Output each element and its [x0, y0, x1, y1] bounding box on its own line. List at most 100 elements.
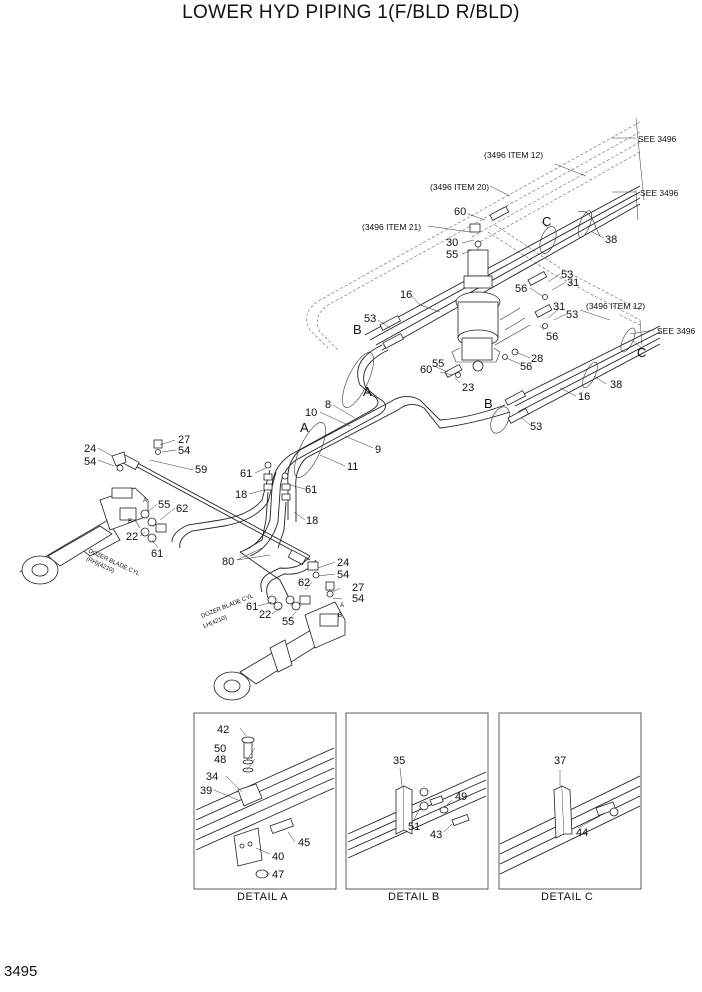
- page-title: LOWER HYD PIPING 1(F/BLD R/BLD): [182, 2, 520, 23]
- part-number: 24: [84, 443, 96, 455]
- item-ref-label: (3496 ITEM 12): [484, 150, 543, 160]
- detail-b: [345, 712, 489, 890]
- part-number: 54: [84, 456, 96, 468]
- section-letters: A A B B C C: [300, 214, 646, 435]
- part-number: 53: [561, 269, 573, 281]
- part-number: 16: [400, 289, 412, 301]
- part-number: 55: [158, 499, 170, 511]
- part-number: 23: [462, 382, 474, 394]
- lh-dozer-blade-cylinder: [213, 551, 346, 701]
- part-number: 38: [610, 379, 622, 391]
- item-ref-label: (3496 ITEM 21): [362, 222, 421, 232]
- section-letter: C: [542, 214, 551, 229]
- part-number: 45: [298, 837, 310, 849]
- part-number: 56: [515, 283, 527, 295]
- section-letter: B: [353, 322, 362, 337]
- part-number: 53: [364, 313, 376, 325]
- part-number: 22: [126, 531, 138, 543]
- part-number: 31: [567, 277, 579, 289]
- part-number: 61: [151, 548, 163, 560]
- part-number: 59: [195, 464, 207, 476]
- item-ref-label: (3496 ITEM 12): [586, 301, 645, 311]
- port-letter: B: [338, 613, 342, 619]
- part-number: 55: [282, 616, 294, 628]
- center-fittings: [379, 206, 553, 424]
- detail-b-label: DETAIL B: [388, 891, 440, 903]
- part-number: 62: [176, 503, 188, 515]
- part-number: 27: [352, 582, 364, 594]
- part-number: 35: [393, 755, 405, 767]
- part-number: 60: [420, 364, 432, 376]
- part-number: 56: [520, 361, 532, 373]
- section-letter: C: [637, 345, 646, 360]
- part-number: 38: [605, 234, 617, 246]
- main-pipe-run: [239, 344, 511, 557]
- upper-pipe-bundle: [364, 185, 641, 351]
- part-number: 34: [206, 771, 218, 783]
- rh-dozer-blade-cylinder: [19, 439, 167, 585]
- rh-cylinder-hoses: [120, 454, 311, 566]
- part-number: 9: [375, 444, 381, 456]
- part-number: 27: [178, 434, 190, 446]
- part-number-callouts: 60 30 55 38 53 31 56 16 53 55 60 23 31 5…: [84, 206, 622, 881]
- part-number: 49: [455, 791, 467, 803]
- leader-lines: [97, 137, 655, 621]
- part-number: 31: [553, 301, 565, 313]
- part-number: 22: [259, 609, 271, 621]
- detail-c-label: DETAIL C: [541, 891, 593, 903]
- part-number: 28: [531, 353, 543, 365]
- part-number: 43: [430, 829, 442, 841]
- part-number: 61: [240, 468, 252, 480]
- part-number: 24: [337, 557, 349, 569]
- part-number: 47: [272, 869, 284, 881]
- port-letter: A: [340, 603, 344, 609]
- part-number: 54: [178, 445, 190, 457]
- reference-piping-dashed: [306, 117, 645, 351]
- part-number: 30: [446, 237, 458, 249]
- part-number: 44: [576, 827, 588, 839]
- see-ref-label: SEE 3496: [638, 134, 677, 144]
- lower-right-pipe-bundle: [511, 325, 661, 419]
- part-number: 55: [432, 358, 444, 370]
- part-number: 55: [446, 249, 458, 261]
- part-number: 56: [546, 331, 558, 343]
- port-letter: B: [128, 519, 132, 525]
- part-number: 61: [246, 601, 258, 613]
- part-number: 10: [305, 407, 317, 419]
- part-number: 16: [578, 391, 590, 403]
- hose-fittings-cluster: [244, 461, 291, 551]
- part-number: 62: [298, 577, 310, 589]
- section-letter: A: [363, 384, 372, 399]
- part-number: 48: [214, 754, 226, 766]
- detail-a: [193, 712, 337, 890]
- port-letter: A: [143, 498, 147, 504]
- see-reference-labels: SEE 3496 SEE 3496 SEE 3496 (3496 ITEM 12…: [362, 134, 696, 336]
- part-number: 53: [530, 421, 542, 433]
- part-number: 50: [214, 743, 226, 755]
- section-letter: B: [484, 396, 493, 411]
- section-letter: A: [300, 420, 309, 435]
- part-number: 11: [347, 461, 358, 473]
- detail-a-label: DETAIL A: [237, 891, 288, 903]
- detail-labels: DETAIL A DETAIL B DETAIL C: [237, 891, 593, 903]
- center-swivel-joint: [451, 223, 501, 372]
- part-number: 61: [305, 484, 317, 496]
- detail-c: [498, 712, 642, 890]
- part-number: 8: [325, 399, 331, 411]
- part-number: 18: [235, 489, 247, 501]
- part-number: 80: [222, 556, 234, 568]
- part-number: 51: [408, 821, 420, 833]
- page-number: 3495: [4, 963, 38, 980]
- part-number: 42: [217, 724, 229, 736]
- part-number: 40: [272, 851, 284, 863]
- see-ref-label: SEE 3496: [640, 188, 679, 198]
- see-ref-label: SEE 3496: [657, 326, 696, 336]
- part-number: 18: [306, 515, 318, 527]
- part-number: 60: [454, 206, 466, 218]
- part-number: 54: [352, 593, 364, 605]
- part-number: 54: [337, 569, 349, 581]
- part-number: 53: [566, 309, 578, 321]
- part-number: 39: [200, 785, 212, 797]
